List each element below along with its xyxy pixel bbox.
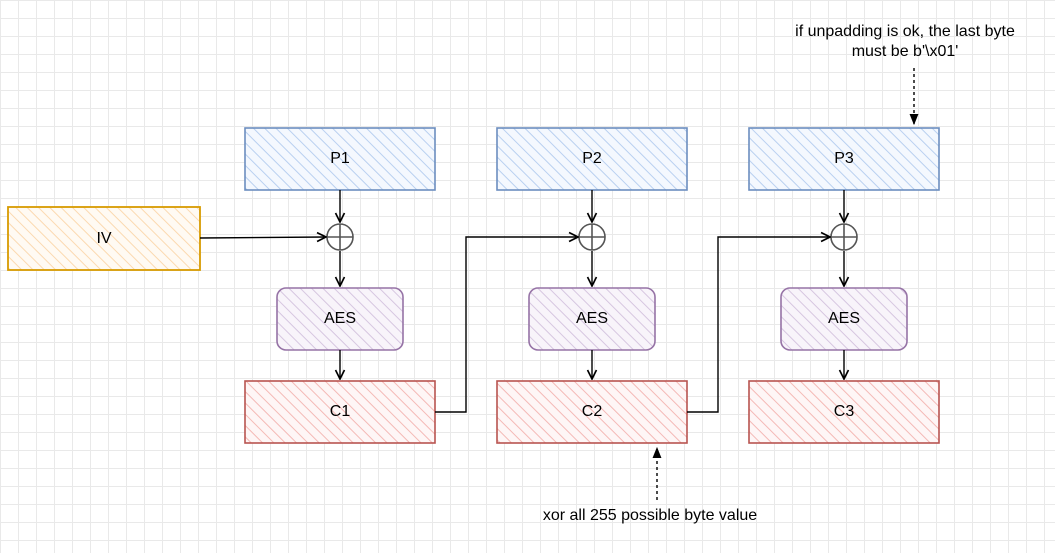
aes1-block [276, 287, 404, 351]
c1-block [244, 380, 436, 444]
top-annotation-line1: if unpadding is ok, the last byte [795, 23, 1015, 40]
c2-block [496, 380, 688, 444]
xor-icon-1 [326, 223, 354, 251]
p2-block [496, 127, 688, 191]
xor-icon-2 [578, 223, 606, 251]
aes2-block [528, 287, 656, 351]
arrow-c1-xor2 [435, 237, 578, 413]
p3-block [748, 127, 940, 191]
xor-icon-3 [830, 223, 858, 251]
arrow-c2-xor3 [687, 237, 830, 413]
bottom-annotation: xor all 255 possible byte value [542, 507, 758, 524]
aes3-block [780, 287, 908, 351]
arrow-iv-xor1 [199, 237, 326, 238]
p1-block [244, 127, 436, 191]
top-annotation: if unpadding is ok, the last byte must b… [760, 22, 1050, 62]
c3-block [748, 380, 940, 444]
top-annotation-line2: must be b'\x01' [851, 43, 959, 60]
iv-block [7, 206, 201, 271]
